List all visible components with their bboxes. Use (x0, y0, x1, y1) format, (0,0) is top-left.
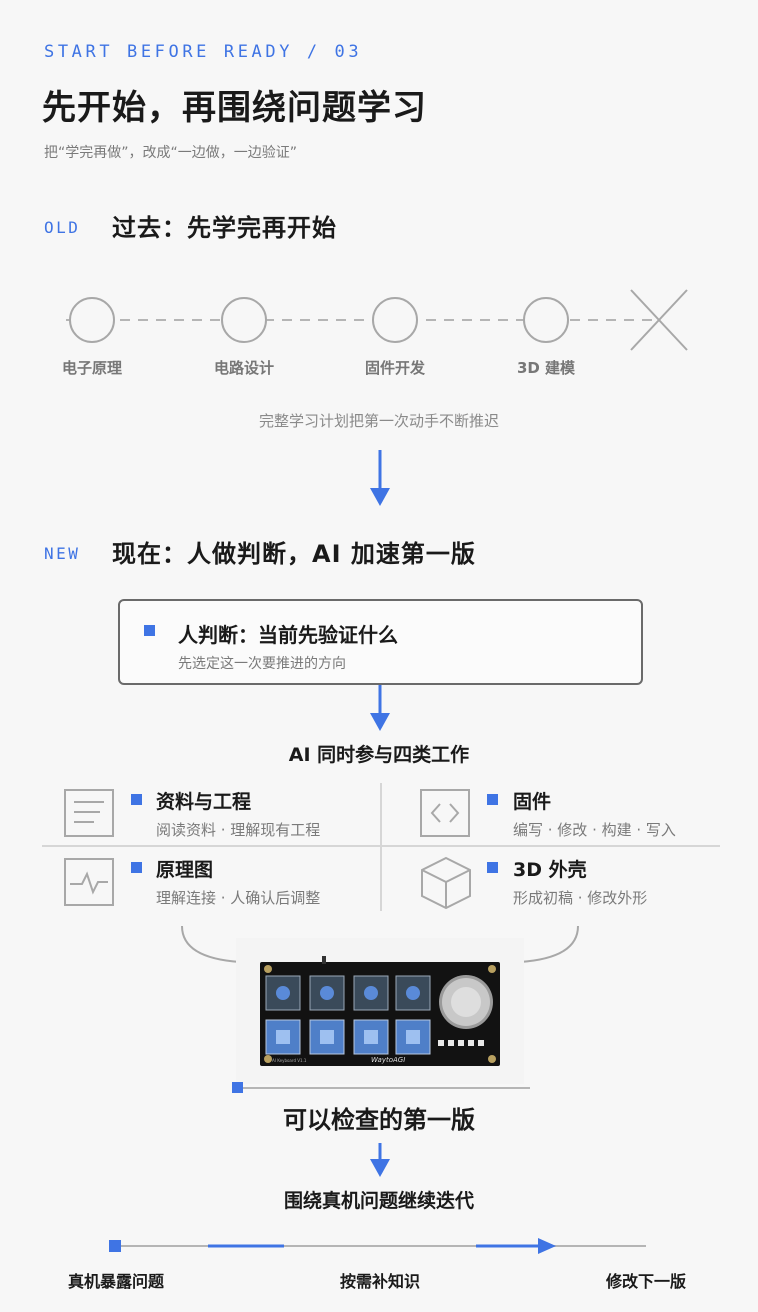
cell-title: 资料与工程 (156, 791, 252, 813)
cross-icon (630, 289, 688, 351)
bullet-square (131, 794, 142, 805)
bullet-square (131, 862, 142, 873)
judge-box: 人判断：当前先验证什么 先选定这一次要推进的方向 (118, 599, 643, 685)
new-tag: NEW (44, 544, 81, 563)
step-circle (69, 297, 115, 343)
loop-step-label: 按需补知识 (339, 1272, 420, 1291)
old-title: 过去：先学完再开始 (112, 214, 337, 242)
arrow-down-icon (370, 1143, 390, 1177)
arrow-down-icon (370, 685, 390, 731)
loop-step-label: 真机暴露问题 (67, 1272, 164, 1291)
document-icon (64, 789, 114, 837)
eyebrow: START BEFORE READY / 03 (44, 42, 363, 62)
keyboard-board-image: WaytoAGI AI Keyboard V1.1 (236, 938, 524, 1084)
iteration-line (109, 1238, 646, 1254)
old-tag: OLD (44, 218, 81, 237)
key-switches (265, 975, 431, 1055)
code-icon (420, 789, 470, 837)
old-step-label: 3D 建模 (516, 359, 576, 377)
old-step-label: 电路设计 (213, 359, 274, 377)
loop-step-label: 修改下一版 (605, 1272, 686, 1291)
arrow-down-icon (370, 450, 390, 506)
step-circle (221, 297, 267, 343)
bullet-square (144, 625, 155, 636)
cell-title: 原理图 (156, 859, 214, 881)
board-photo: WaytoAGI AI Keyboard V1.1 (236, 938, 524, 1084)
board-model-silk: AI Keyboard V1.1 (272, 1058, 307, 1063)
photo-baseline (236, 1087, 530, 1089)
bullet-square (232, 1082, 243, 1093)
grid-divider-v (380, 783, 382, 911)
page-subtitle: 把“学完再做”，改成“一边做，一边验证” (44, 145, 298, 161)
board-brand-silk: WaytoAGI (371, 1056, 405, 1064)
old-step-label: 固件开发 (364, 359, 425, 377)
cell-title: 固件 (513, 791, 552, 813)
step-circle (372, 297, 418, 343)
bullet-square (487, 862, 498, 873)
ai-label: AI 同时参与四类工作 (288, 744, 470, 766)
judge-title: 人判断：当前先验证什么 (178, 623, 398, 647)
cell-title: 3D 外壳 (513, 859, 587, 881)
waveform-icon (64, 858, 114, 906)
new-title: 现在：人做判断，AI 加速第一版 (112, 540, 476, 568)
step-circle (523, 297, 569, 343)
page-title: 先开始，再围绕问题学习 (42, 88, 427, 128)
judge-subtitle: 先选定这一次要推进的方向 (178, 656, 346, 672)
bullet-square (487, 794, 498, 805)
cell-subtitle: 理解连接 · 人确认后调整 (156, 889, 321, 907)
cell-subtitle: 形成初稿 · 修改外形 (513, 889, 648, 907)
old-step-label: 电子原理 (61, 359, 122, 377)
rotary-knob-icon (439, 975, 493, 1029)
old-timeline (66, 289, 688, 351)
cell-subtitle: 阅读资料 · 理解现有工程 (156, 821, 321, 839)
cell-subtitle: 编写 · 修改 · 构建 · 写入 (513, 821, 676, 839)
cube-icon (421, 856, 471, 910)
iterate-label: 围绕真机问题继续迭代 (283, 1190, 474, 1212)
old-note: 完整学习计划把第一次动手不断推迟 (258, 412, 499, 430)
first-version-label: 可以检查的第一版 (283, 1106, 475, 1134)
